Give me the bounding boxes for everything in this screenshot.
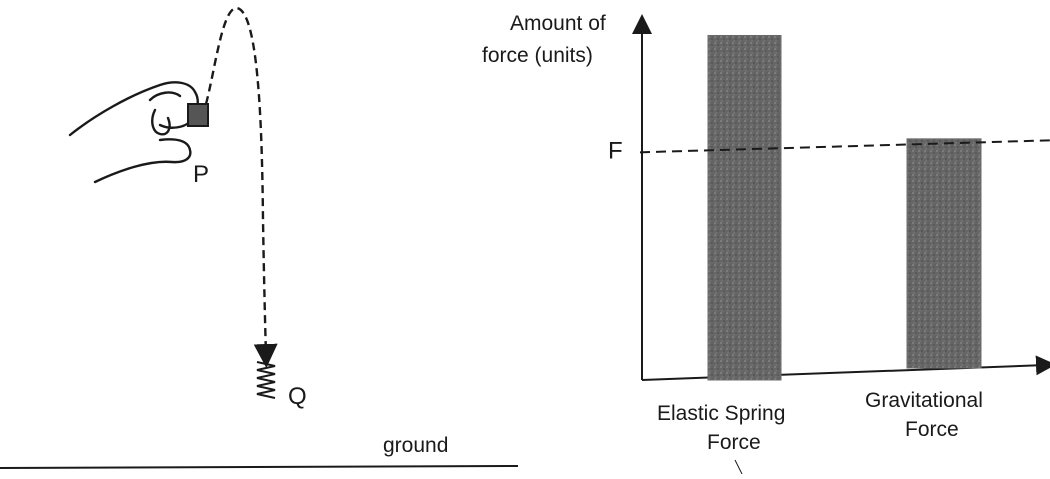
category-label-1-line2: Force xyxy=(707,431,761,454)
trajectory-path xyxy=(204,6,278,368)
category-label-2-line2: Force xyxy=(905,418,959,441)
block-p xyxy=(187,103,209,127)
ground-line xyxy=(0,465,519,469)
category-label-1-line1: Elastic Spring xyxy=(657,402,785,425)
annotation-tick xyxy=(734,459,743,475)
bar-gravitational-force xyxy=(906,138,982,369)
point-q-label: Q xyxy=(288,383,307,410)
category-label-2-line1: Gravitational xyxy=(865,389,983,412)
force-chart: Amount of force (units) F Elastic Spring… xyxy=(482,12,1050,475)
spring-q xyxy=(256,361,276,399)
y-axis-label-line2: force (units) xyxy=(482,44,593,67)
x-axis xyxy=(641,355,1050,381)
reference-line-f xyxy=(639,139,1050,154)
point-p-label: P xyxy=(193,161,209,188)
y-axis-label-line1: Amount of xyxy=(510,12,606,35)
bar-elastic-spring-force xyxy=(707,34,782,381)
reference-line-label: F xyxy=(608,137,623,164)
ground-label: ground xyxy=(383,434,448,457)
hand-illustration xyxy=(68,81,199,184)
